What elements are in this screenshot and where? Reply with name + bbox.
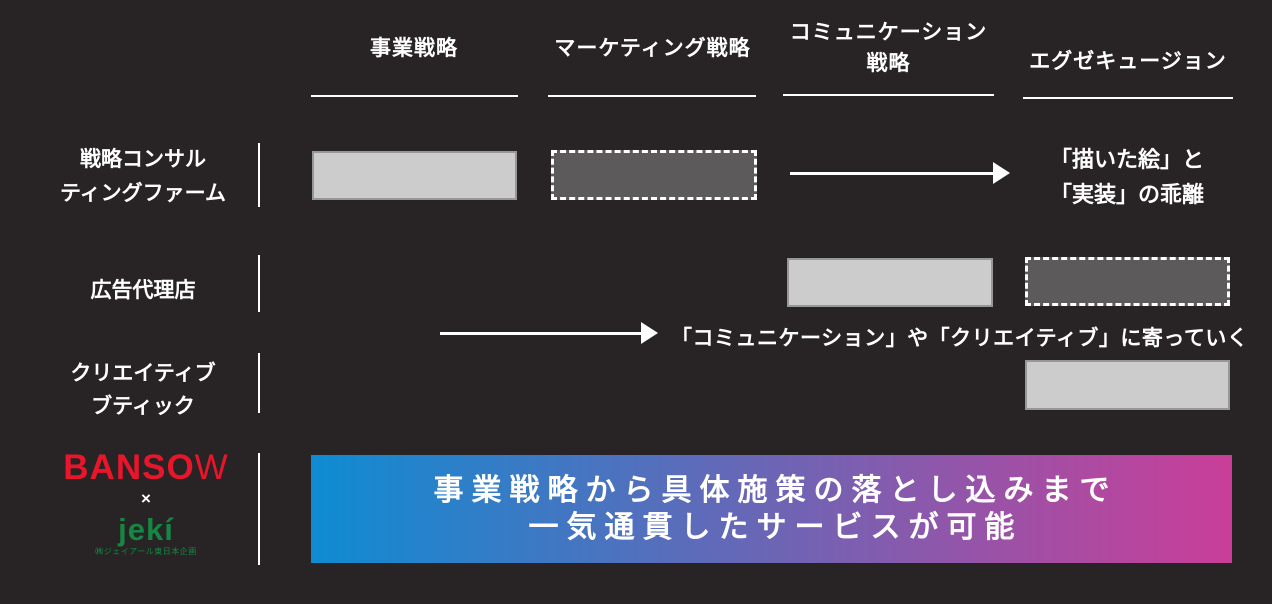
- banner-line-1: 事業戦略から具体施策の落とし込みまで: [433, 474, 1118, 507]
- arrow-right-consulting: [790, 161, 1010, 185]
- arrow-head-icon: [641, 322, 658, 344]
- bansow-logo-w: W: [194, 448, 229, 487]
- column-header-marketing-strategy: マーケティング戦略: [554, 37, 751, 60]
- bar-creative-execution-solid: [1025, 360, 1230, 410]
- arrow-shaft: [440, 331, 641, 335]
- column-underline-execution: [1023, 97, 1233, 99]
- arrow-head-icon: [993, 162, 1010, 184]
- column-header-communication-strategy: コミュニケーション 戦略: [789, 21, 988, 75]
- bar-consulting-business-solid: [312, 151, 517, 200]
- bar-adagency-execution-dashed: [1025, 257, 1230, 306]
- column-header-business-strategy: 事業戦略: [370, 37, 458, 60]
- column-header-execution: エグゼキュージョン: [1029, 50, 1227, 73]
- service-banner: 事業戦略から具体施策の落とし込みまで 一気通貫したサービスが可能: [311, 455, 1232, 563]
- jeki-logo-caption: ㈱ジェイアール東日本企画: [95, 547, 197, 556]
- column-underline-communication: [783, 94, 994, 96]
- row-label-creative-boutique: クリエイティブ ブティック: [70, 362, 216, 418]
- column-underline-marketing: [548, 95, 756, 97]
- row-divider: [258, 255, 260, 312]
- row-label-strategy-consulting-firm: 戦略コンサル ティングファーム: [59, 148, 227, 205]
- arrow-right-shift: [440, 321, 658, 345]
- banner-line-2: 一気通貫したサービスが可能: [528, 511, 1023, 544]
- row-divider: [258, 453, 260, 565]
- row-label-ad-agency: 広告代理店: [90, 279, 196, 302]
- note-consulting-gap: 「描いた絵」と 「実装」の乖離: [1049, 147, 1204, 207]
- cross-icon: ×: [141, 489, 151, 508]
- bar-adagency-communication-solid: [787, 258, 993, 307]
- row-divider: [258, 143, 260, 207]
- bar-consulting-marketing-dashed: [551, 150, 757, 200]
- column-underline-business: [311, 95, 518, 97]
- row-divider: [258, 353, 260, 413]
- bansow-jeki-logo: BANSOW × jekí ㈱ジェイアール東日本企画: [40, 450, 252, 556]
- bansow-logo-text: BANSO: [63, 448, 195, 487]
- bansow-logo: BANSOW: [63, 448, 228, 487]
- arrow-shaft: [790, 171, 993, 175]
- jeki-logo: jekí: [118, 512, 174, 547]
- annotation-shift-to-creative: 「コミュニケーション」や「クリエイティブ」に寄っていく: [671, 327, 1249, 350]
